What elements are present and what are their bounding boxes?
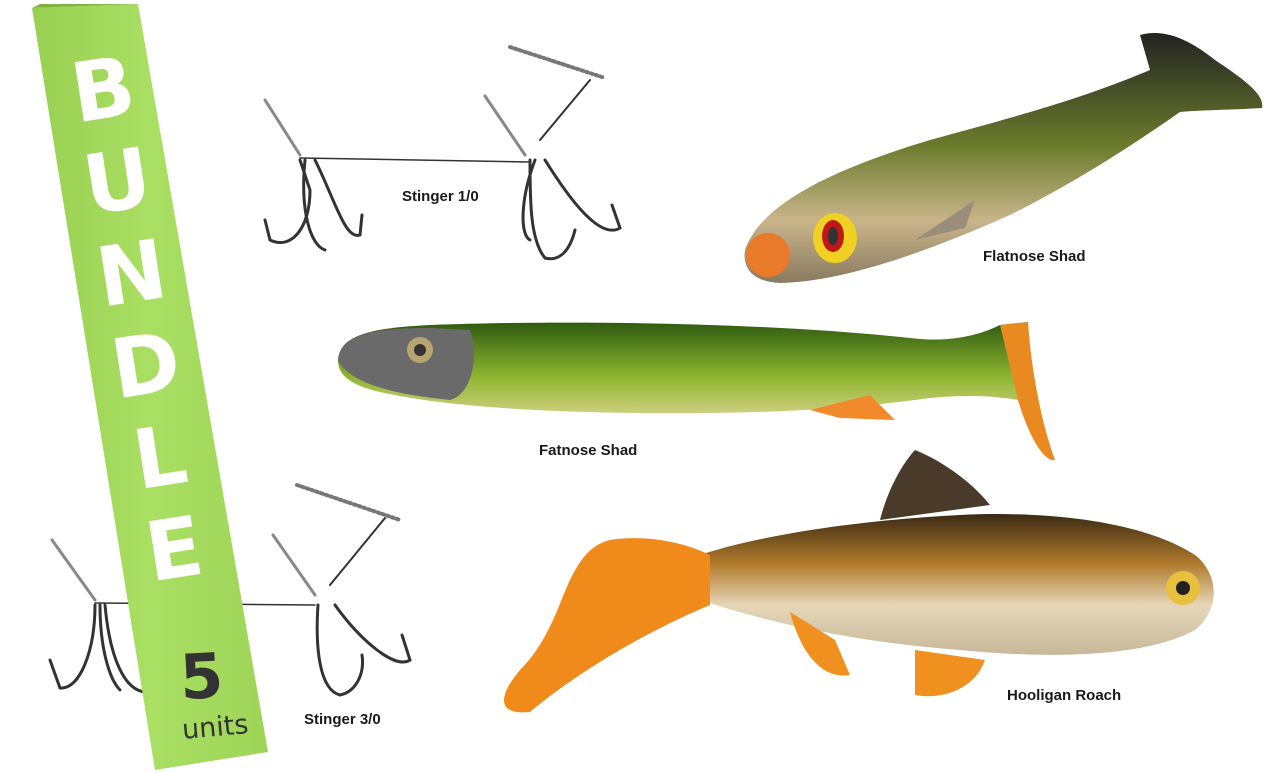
bundle-letter: U — [77, 130, 158, 235]
hooligan-roach-image — [503, 450, 1214, 713]
label-stinger-3-0: Stinger 3/0 — [304, 711, 381, 728]
bundle-units: units — [180, 709, 250, 746]
bundle-letter: E — [139, 498, 210, 602]
bundle-ribbon — [32, 4, 268, 770]
fatnose-shad-image — [338, 322, 1055, 461]
stinger-1-0-image — [263, 45, 622, 261]
flatnose-shad-image — [744, 32, 1263, 283]
label-flatnose-shad: Flatnose Shad — [983, 248, 1086, 265]
bundle-letter: B — [65, 38, 142, 143]
bundle-letter: L — [127, 407, 194, 510]
label-fatnose-shad: Fatnose Shad — [539, 442, 638, 459]
label-hooligan-roach: Hooligan Roach — [1007, 687, 1122, 704]
bundle-count: 5 — [178, 638, 226, 715]
bundle-letter: D — [105, 314, 187, 419]
label-stinger-1-0: Stinger 1/0 — [402, 188, 479, 205]
bundle-letter: N — [90, 222, 173, 327]
